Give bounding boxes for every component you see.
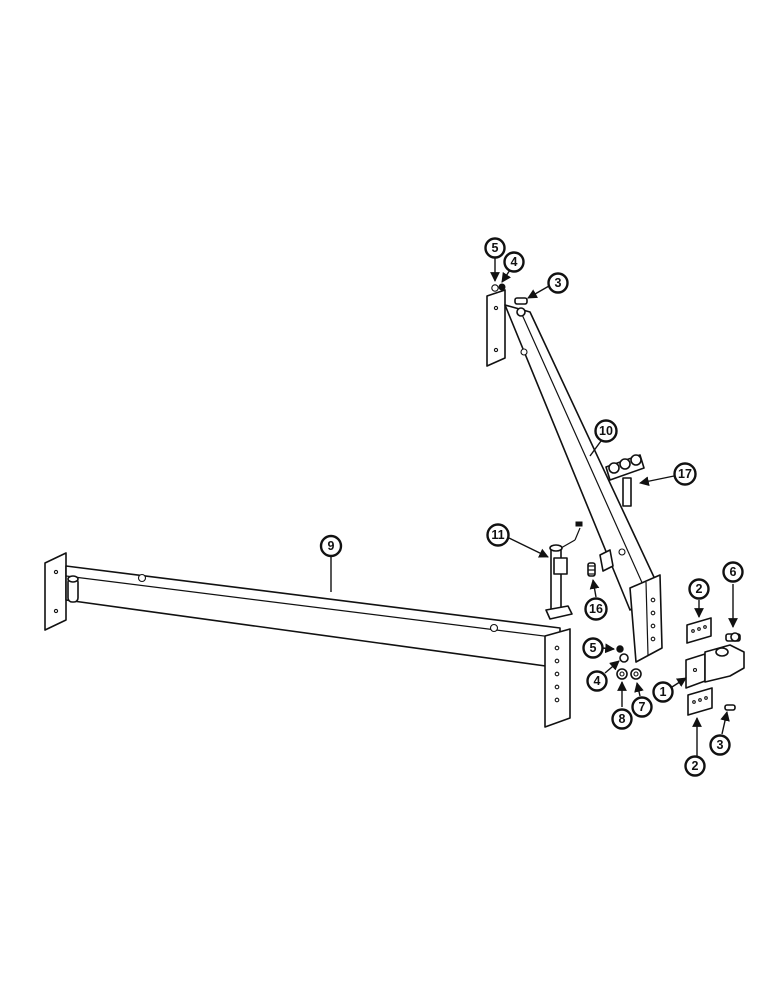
leader-lines [330,257,738,756]
callout-16: 16 [584,597,608,621]
callout-5-low: 5 [582,637,604,659]
svg-text:7: 7 [639,700,646,714]
svg-text:6: 6 [730,565,737,579]
svg-text:3: 3 [717,738,724,752]
svg-text:10: 10 [599,424,613,438]
callout-6: 6 [722,561,744,583]
svg-text:5: 5 [492,241,499,255]
callout-17: 17 [673,462,697,486]
callout-10: 10 [594,419,618,443]
top-hardware [491,283,528,317]
svg-text:2: 2 [692,759,699,773]
svg-text:1: 1 [660,685,667,699]
spring-pin [587,562,596,577]
svg-text:9: 9 [328,539,335,553]
lower-nuts [616,645,642,680]
svg-text:17: 17 [678,467,692,481]
svg-text:5: 5 [590,641,597,655]
callout-2-upper: 2 [688,578,710,600]
svg-text:16: 16 [589,602,603,616]
svg-text:3: 3 [555,276,562,290]
callout-4-top: 4 [503,251,525,273]
callout-3-low: 3 [709,734,731,756]
svg-text:4: 4 [594,674,601,688]
callout-1: 1 [652,681,674,703]
svg-text:11: 11 [491,528,504,542]
callout-8: 8 [611,708,633,730]
callout-4-low: 4 [586,670,608,692]
jack-stand [545,521,583,620]
callout-7: 7 [631,696,653,718]
callout-2-lower: 2 [684,755,706,777]
svg-text:4: 4 [511,255,518,269]
svg-text:2: 2 [696,582,703,596]
svg-text:8: 8 [619,712,626,726]
hitch-hardware [685,617,745,716]
callout-9: 9 [319,534,343,558]
main-beam [44,552,571,728]
callout-3-top: 3 [547,272,569,294]
diagonal-tongue [486,289,663,663]
hose-holder [605,454,645,507]
callout-11: 11 [486,523,510,547]
callout-5-top: 5 [484,237,506,259]
